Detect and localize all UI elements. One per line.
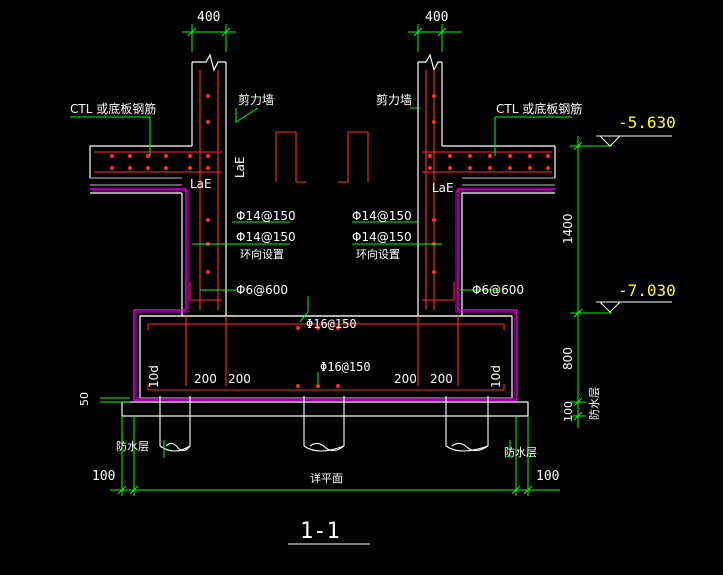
rebar-dots: [110, 94, 550, 388]
label-shear-wall-right: 剪力墙: [376, 92, 412, 107]
label-stirrup-l: Φ6@600: [236, 283, 288, 297]
label-bottom-bar: Φ16@150: [320, 360, 371, 374]
label-10d-left: 10d: [147, 365, 161, 388]
label-10d-right: 10d: [489, 365, 503, 388]
dim-wall-left: 400: [197, 10, 220, 25]
label-ring-r: 环向设置: [356, 247, 400, 261]
structure-outline: [89, 53, 556, 417]
label-rebar-l2: Φ14@150: [236, 230, 296, 244]
label-plan-ref: 详平面: [310, 471, 343, 485]
label-200-1: 200: [194, 372, 217, 386]
slab-hatch: [90, 177, 555, 186]
dim-slab-depth: 1400: [561, 213, 575, 244]
label-200-3: 200: [394, 372, 417, 386]
label-lae-3: LaE: [432, 181, 454, 195]
elevation-marks: [596, 135, 672, 313]
dim-base-depth: 800: [561, 347, 575, 370]
elevation-top: -5.630: [618, 113, 676, 132]
label-stirrup-r: Φ6@600: [472, 283, 524, 297]
rebar-lines: [94, 70, 552, 391]
dim-edge-left: 100: [92, 469, 115, 484]
label-rebar-r1: Φ14@150: [352, 209, 412, 223]
label-200-4: 200: [430, 372, 453, 386]
label-200-2: 200: [228, 372, 251, 386]
label-waterproof-left: 防水层: [116, 439, 149, 453]
label-ctl-right: CTL 或底板钢筋: [496, 101, 582, 116]
dimension-lines: [70, 24, 612, 496]
dim-wall-right: 400: [425, 10, 448, 25]
section-title: 1-1: [300, 519, 340, 544]
waterproof-layer: [90, 188, 555, 401]
label-rebar-r2: Φ14@150: [352, 230, 412, 244]
dim-edge-right: 100: [536, 469, 559, 484]
label-waterproof-side: 防水层: [587, 387, 601, 420]
label-waterproof-right: 防水层: [504, 445, 537, 459]
label-rebar-l1: Φ14@150: [236, 209, 296, 223]
label-ctl-left: CTL 或底板钢筋: [70, 101, 156, 116]
label-lae-2: LaE: [233, 156, 247, 178]
elevation-bottom: -7.030: [618, 281, 676, 300]
label-lae-1: LaE: [190, 177, 212, 191]
label-ring-l: 环向设置: [240, 247, 284, 261]
dim-cushion-depth: 100: [562, 401, 575, 422]
label-shear-wall-left: 剪力墙: [238, 92, 274, 107]
piles: [159, 396, 489, 452]
label-top-bar: Φ16@150: [306, 317, 357, 331]
dim-cushion-edge: 50: [78, 392, 91, 406]
